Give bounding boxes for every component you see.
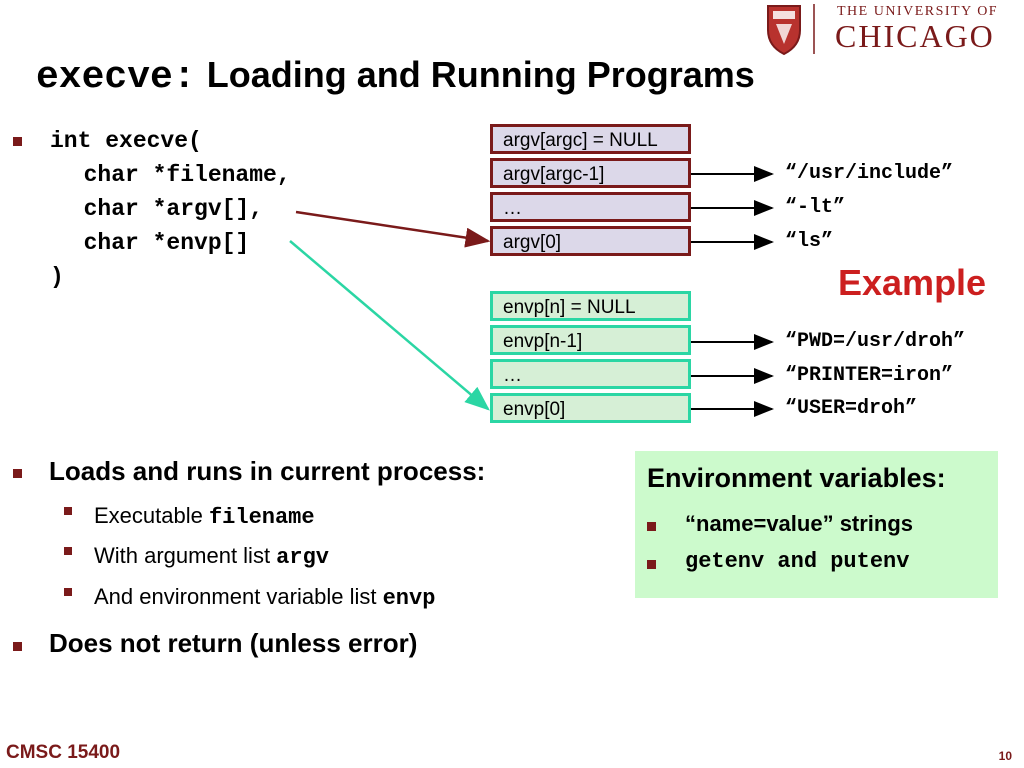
course-footer: CMSC 15400 <box>6 742 121 763</box>
bullet-marker <box>13 469 22 478</box>
argv-cell: argv[argc] = NULL <box>490 124 691 154</box>
university-crest-icon <box>767 4 815 56</box>
subbullet-filename: Executable filename <box>94 503 315 530</box>
page-number: 10 <box>998 749 1012 763</box>
argv-string: “/usr/include” <box>785 162 954 185</box>
env-box-item: “name=value” strings <box>685 511 914 536</box>
argv-cell: argv[argc-1] <box>490 158 691 188</box>
subbullet-marker <box>64 547 72 555</box>
bullet-marker <box>13 642 22 651</box>
argv-cell: argv[0] <box>490 226 691 256</box>
subbullet-envp: And environment variable list envp <box>94 584 435 611</box>
arrow-argv-pointer <box>295 210 491 248</box>
university-logo: THE UNIVERSITY OF CHICAGO <box>754 0 1024 65</box>
bullet-marker <box>647 560 656 569</box>
envp-string: “PRINTER=iron” <box>785 364 954 387</box>
arrow-envp-pointer <box>289 240 490 411</box>
env-box-heading: Environment variables: <box>647 463 946 493</box>
signature-line-3: char *argv[], <box>56 196 264 222</box>
subbullet-code: argv <box>276 545 329 570</box>
argv-string: “ls” <box>785 230 834 253</box>
subbullet-marker <box>64 588 72 596</box>
signature-line-4: char *envp[] <box>56 230 250 256</box>
page-title: execve: Loading and Running Programs <box>36 52 755 99</box>
signature-bullet <box>13 137 22 146</box>
envp-cell: … <box>490 359 691 389</box>
subbullet-text: And environment variable list <box>94 584 383 609</box>
subbullet-argv: With argument list argv <box>94 543 329 570</box>
bullet-marker <box>647 522 656 531</box>
signature-line-5: ) <box>50 264 64 290</box>
subbullet-text: With argument list <box>94 543 277 568</box>
title-text: Loading and Running Programs <box>206 54 755 95</box>
env-box-item: getenv and putenv <box>685 549 910 574</box>
envp-string: “USER=droh” <box>785 397 918 420</box>
envp-cell: envp[n-1] <box>490 325 691 355</box>
bullet-does-not-return: Does not return (unless error) <box>49 628 418 658</box>
bullet-loads-runs: Loads and runs in current process: <box>49 456 486 486</box>
signature-line-2: char *filename, <box>56 162 291 188</box>
signature-line-1: int execve( <box>50 128 202 154</box>
envp-cell: envp[0] <box>490 393 691 423</box>
subbullet-code: filename <box>208 505 315 530</box>
subbullet-code: envp <box>382 586 436 611</box>
subbullet-text: Executable <box>94 503 209 528</box>
title-code: execve: <box>36 56 196 99</box>
subbullet-marker <box>64 507 72 515</box>
example-label: Example <box>838 262 987 303</box>
logo-line-2: CHICAGO <box>835 18 995 54</box>
envp-string: “PWD=/usr/droh” <box>785 330 966 353</box>
argv-string: “-lt” <box>785 196 846 219</box>
envp-cell: envp[n] = NULL <box>490 291 691 321</box>
logo-line-1: THE UNIVERSITY OF <box>837 4 999 19</box>
argv-cell: … <box>490 192 691 222</box>
environment-variables-box: Environment variables: “name=value” stri… <box>635 451 998 598</box>
